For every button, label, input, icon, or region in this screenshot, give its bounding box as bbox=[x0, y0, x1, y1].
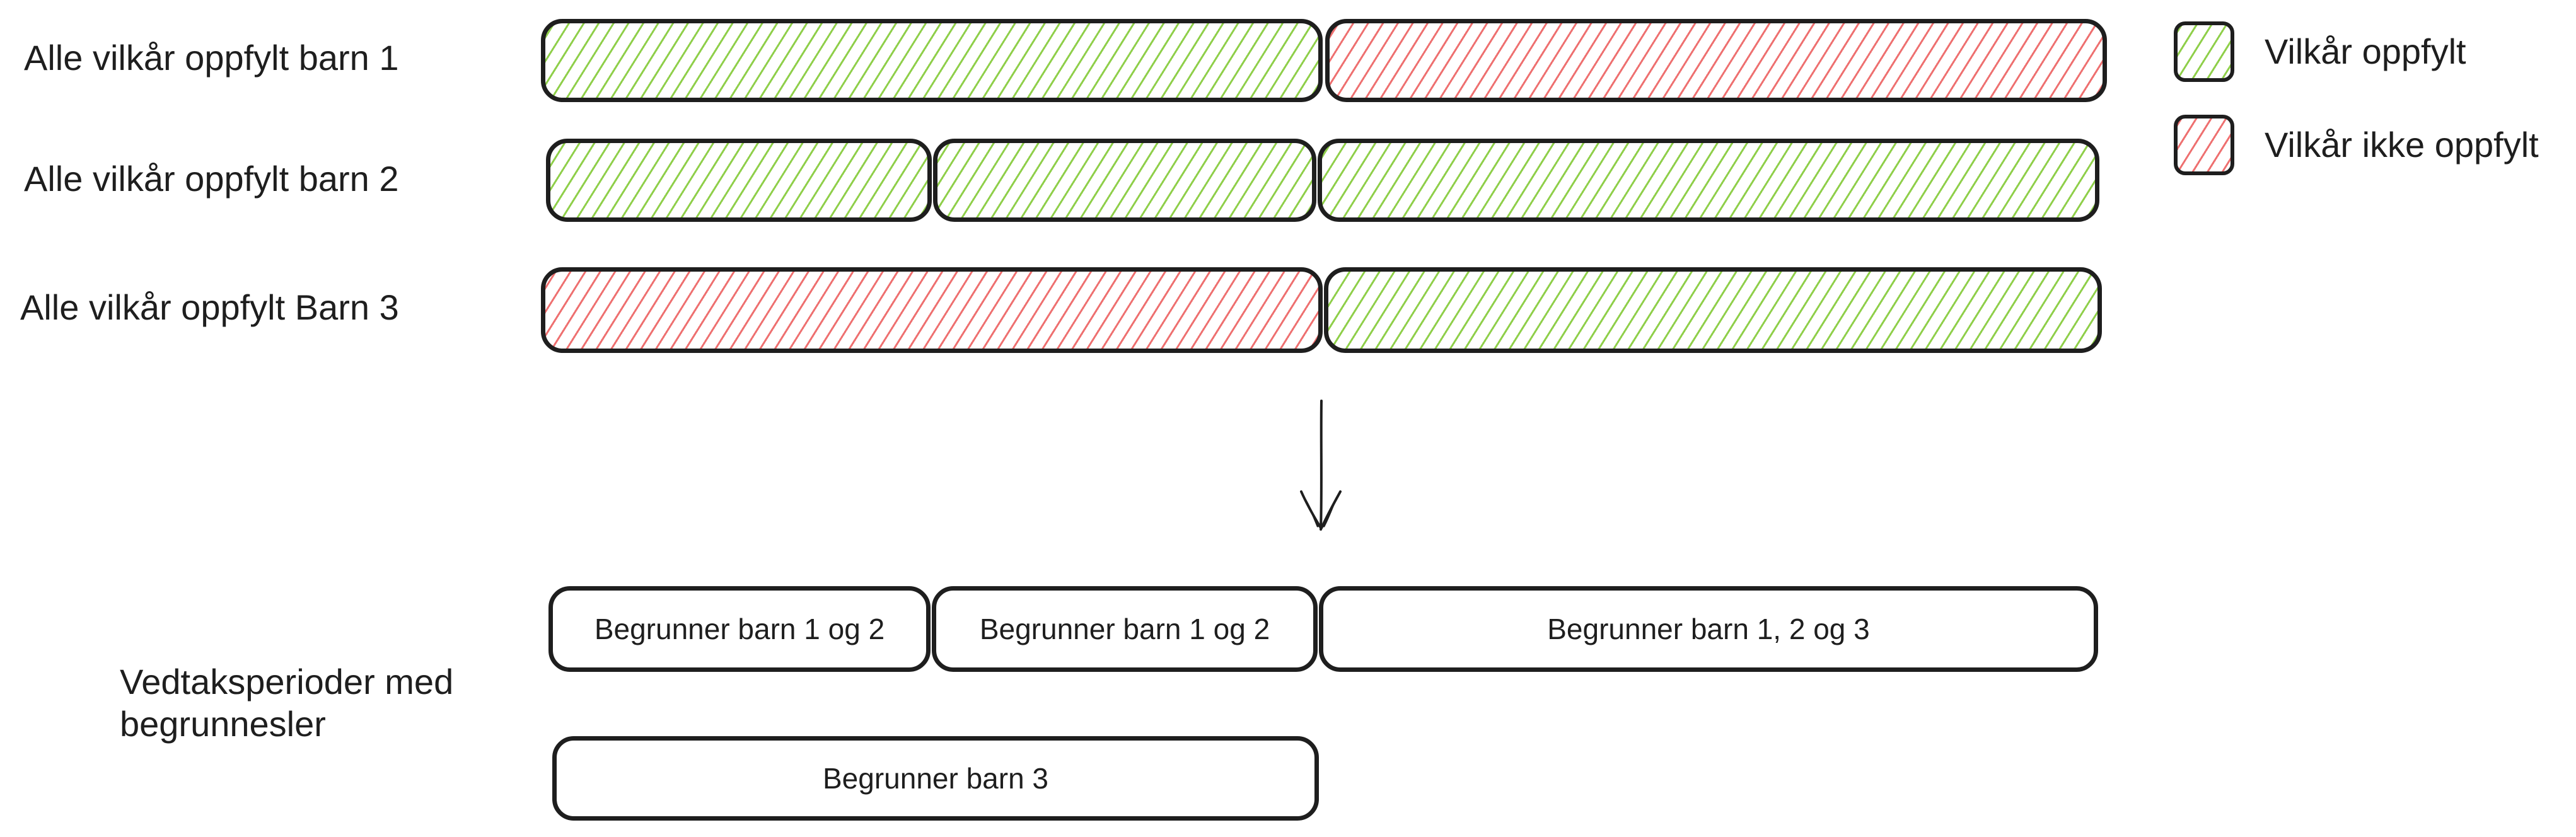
legend-swatch-fulfilled bbox=[2174, 21, 2234, 82]
legend-label-fulfilled: Vilkår oppfylt bbox=[2265, 32, 2466, 71]
result-row-1-box-2-text: Begrunner barn 1 og 2 bbox=[979, 613, 1270, 645]
row-2-segment-3-fulfilled bbox=[1318, 139, 2099, 222]
result-row-1-box-1: Begrunner barn 1 og 2 bbox=[548, 586, 931, 672]
result-row-1-box-3-text: Begrunner barn 1, 2 og 3 bbox=[1547, 613, 1870, 645]
legend-label-not-fulfilled: Vilkår ikke oppfylt bbox=[2265, 125, 2539, 165]
result-label: Vedtaksperioder med begrunnesler bbox=[120, 662, 454, 744]
row-2-segment-2-fulfilled bbox=[933, 139, 1316, 222]
result-row-2-box-1: Begrunner barn 3 bbox=[552, 736, 1319, 821]
down-arrow-icon bbox=[1300, 400, 1342, 531]
row-label-barn-3: Alle vilkår oppfylt Barn 3 bbox=[20, 287, 399, 327]
row-label-barn-2: Alle vilkår oppfylt barn 2 bbox=[24, 159, 399, 199]
row-1-segment-not-fulfilled bbox=[1325, 19, 2107, 102]
legend-swatch-not-fulfilled bbox=[2174, 115, 2234, 175]
result-row-1-box-3: Begrunner barn 1, 2 og 3 bbox=[1319, 586, 2098, 672]
row-1-segment-fulfilled bbox=[541, 19, 1323, 102]
result-row-1-box-2: Begrunner barn 1 og 2 bbox=[932, 586, 1318, 672]
row-2-segment-1-fulfilled bbox=[546, 139, 932, 222]
row-label-barn-1: Alle vilkår oppfylt barn 1 bbox=[24, 38, 399, 78]
result-row-2-box-1-text: Begrunner barn 3 bbox=[822, 762, 1049, 795]
row-3-segment-not-fulfilled bbox=[541, 267, 1323, 353]
result-row-1-box-1-text: Begrunner barn 1 og 2 bbox=[594, 613, 885, 645]
row-3-segment-fulfilled bbox=[1324, 267, 2102, 353]
